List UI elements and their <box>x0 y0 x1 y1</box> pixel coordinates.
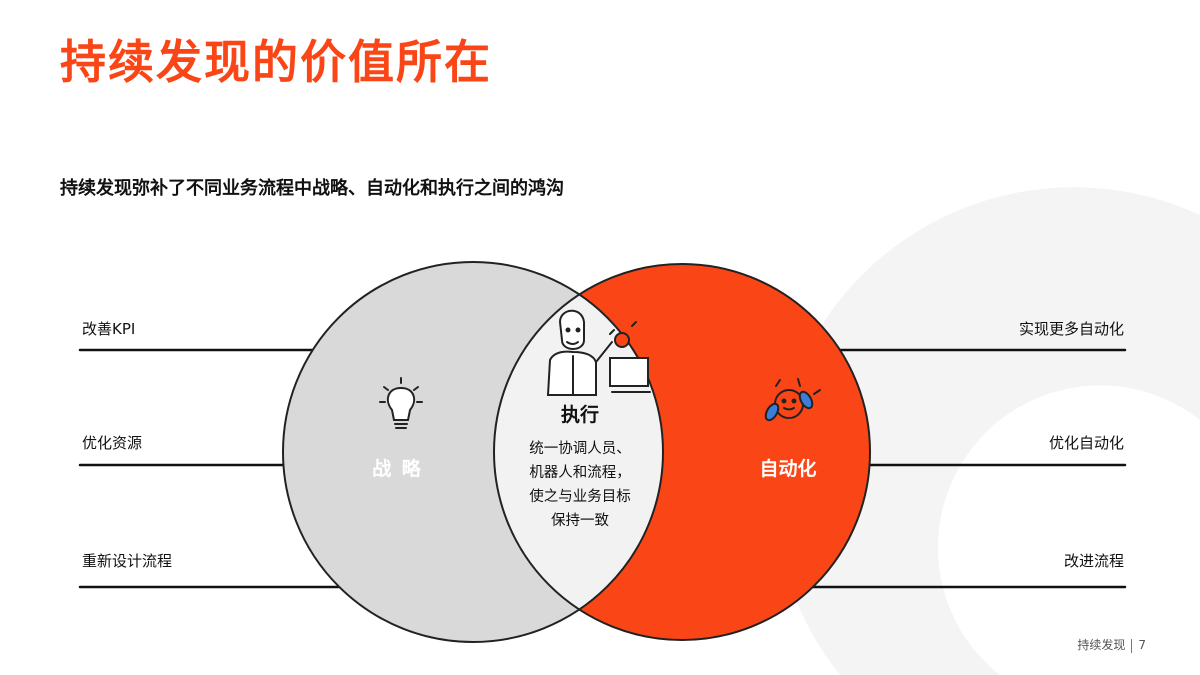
page-number: 7 <box>1138 638 1146 652</box>
right-item-improve-process: 改进流程 <box>1063 552 1124 570</box>
right-item-optimize-automation: 优化自动化 <box>1048 434 1124 452</box>
footer-divider <box>1131 638 1133 653</box>
left-item-kpi: 改善KPI <box>82 320 136 338</box>
execution-line-2: 机器人和流程， <box>529 465 631 481</box>
strategy-label: 战 略 <box>372 458 423 480</box>
execution-line-4: 保持一致 <box>551 513 609 529</box>
robot-icon <box>764 378 821 422</box>
page-subtitle: 持续发现弥补了不同业务流程中战略、自动化和执行之间的鸿沟 <box>60 178 564 199</box>
execution-title: 执行 <box>560 404 599 426</box>
footer-section: 持续发现 <box>1077 638 1126 652</box>
right-item-more-automation: 实现更多自动化 <box>1018 320 1124 338</box>
person-at-computer-icon <box>546 309 651 396</box>
left-item-resources: 优化资源 <box>82 434 143 452</box>
lightbulb-icon <box>379 377 423 429</box>
page-title: 持续发现的价值所在 <box>60 35 492 89</box>
execution-description: 统一协调人员、 机器人和流程， 使之与业务目标 保持一致 <box>510 437 650 533</box>
automation-label: 自动化 <box>759 458 817 480</box>
execution-line-1: 统一协调人员、 <box>529 441 631 457</box>
execution-line-3: 使之与业务目标 <box>529 489 631 505</box>
footer: 持续发现 7 <box>1077 636 1146 653</box>
left-item-redesign: 重新设计流程 <box>82 552 173 570</box>
